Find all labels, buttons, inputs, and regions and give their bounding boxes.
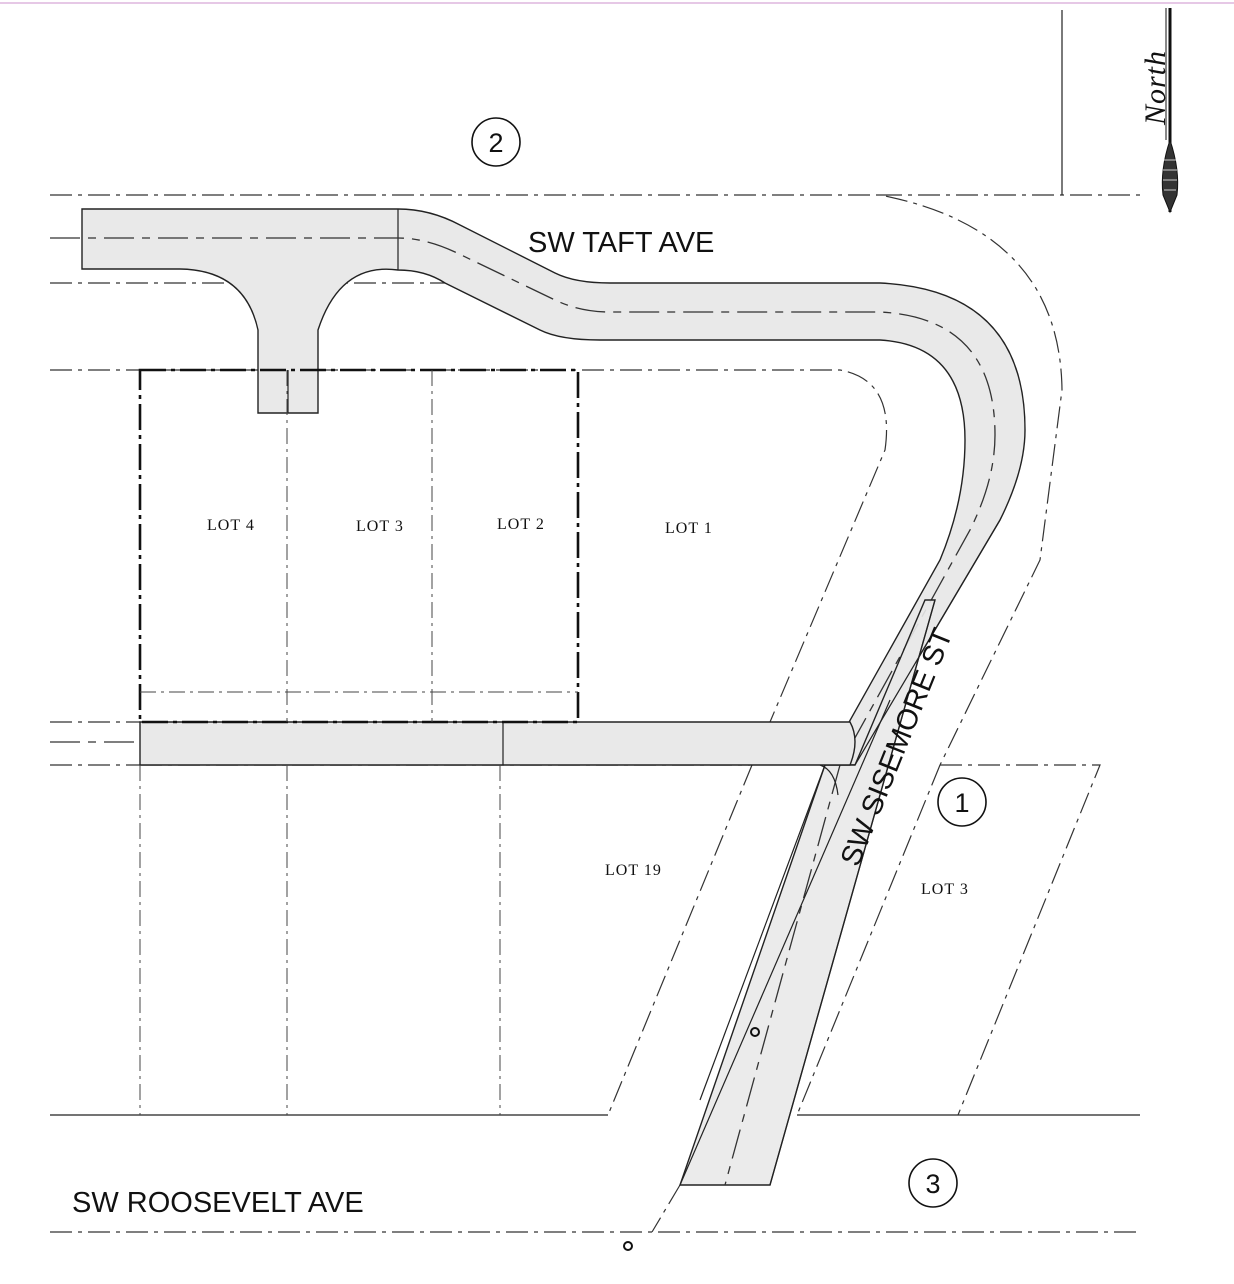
callout-3: 3 [908, 1158, 958, 1208]
utility-marker [623, 1241, 633, 1251]
north-label: North [1139, 50, 1172, 126]
lot-label-3-east: LOT 3 [921, 881, 969, 898]
callout-1: 1 [937, 777, 987, 827]
utility-marker [750, 1027, 760, 1037]
lot-label-4: LOT 4 [207, 517, 255, 534]
street-label-roosevelt: SW ROOSEVELT AVE [72, 1187, 364, 1219]
callout-2-number: 2 [488, 128, 503, 158]
lot-label-19: LOT 19 [605, 862, 662, 879]
lot-label-3-north: LOT 3 [356, 518, 404, 535]
callout-3-number: 3 [925, 1169, 940, 1199]
lot-lines [138, 368, 580, 1115]
callout-1-number: 1 [954, 788, 969, 818]
north-arrow-icon [1161, 8, 1179, 214]
taft-sidewalk [50, 208, 1026, 766]
lot-label-1: LOT 1 [665, 520, 713, 537]
right-of-way-lines [50, 10, 1140, 1233]
lot-label-2: LOT 2 [497, 516, 545, 533]
callout-2: 2 [471, 117, 521, 167]
street-label-taft: SW TAFT AVE [528, 227, 714, 259]
sisemore-sidewalk [139, 519, 1001, 1186]
